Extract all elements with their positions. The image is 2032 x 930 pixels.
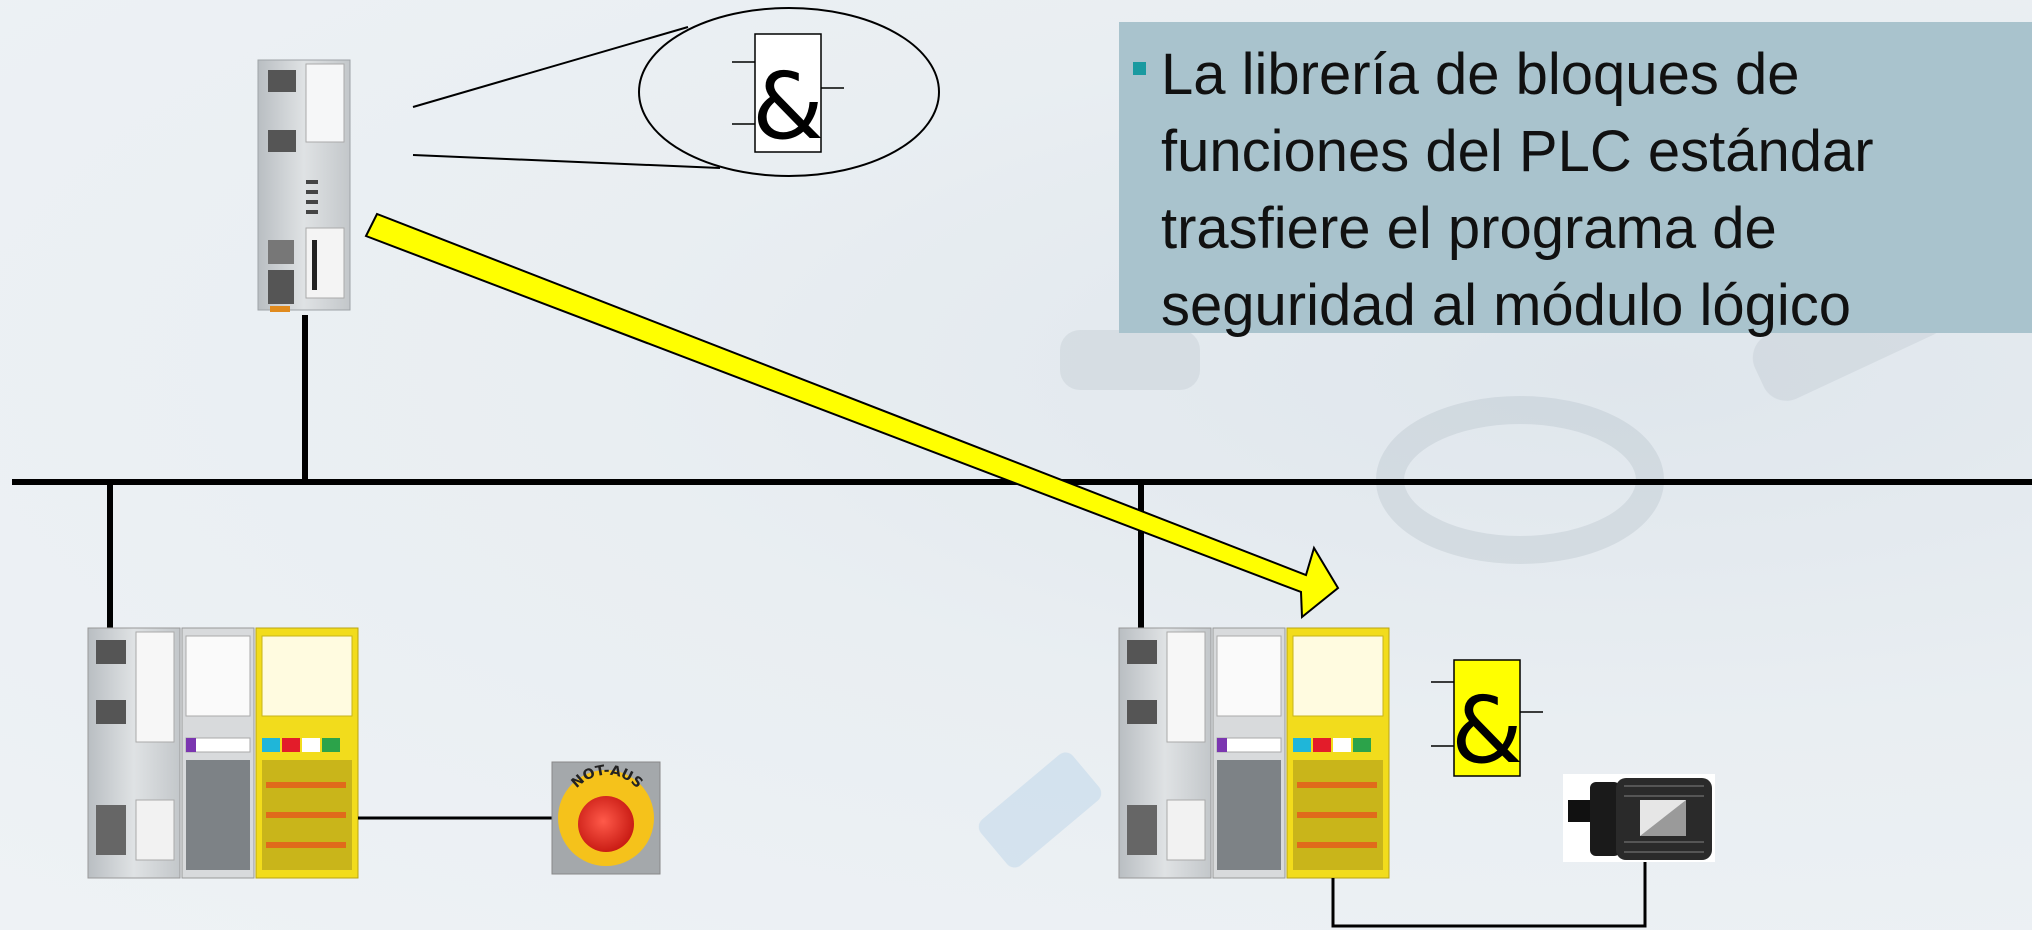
logic-and-gate-callout: &	[732, 33, 844, 160]
plc-controller	[257, 59, 351, 312]
bullet-marker	[1133, 62, 1146, 75]
callout-line-bottom	[412, 154, 721, 169]
transfer-arrow	[364, 212, 1340, 620]
and-glyph-module: &	[1451, 677, 1523, 784]
bullet-item: La librería de bloques de funciones del …	[1133, 36, 2012, 344]
motor	[1563, 774, 1715, 862]
io-station-left	[87, 627, 359, 879]
callout-line-top	[412, 26, 689, 108]
motor-wire	[1331, 862, 1647, 928]
bus-drop-left-station	[107, 482, 113, 630]
logic-and-gate-module: &	[1431, 659, 1543, 784]
bus-drop-right-station	[1138, 482, 1144, 630]
description-textbox: La librería de bloques de funciones del …	[1119, 22, 2032, 338]
callout-ellipse	[638, 7, 940, 177]
bus-drop-plc	[302, 315, 308, 482]
bullet-text: La librería de bloques de funciones del …	[1161, 42, 1874, 338]
io-station-right	[1118, 627, 1390, 879]
and-glyph-callout: &	[752, 53, 824, 160]
emergency-stop: NOT-AUS	[551, 761, 661, 875]
